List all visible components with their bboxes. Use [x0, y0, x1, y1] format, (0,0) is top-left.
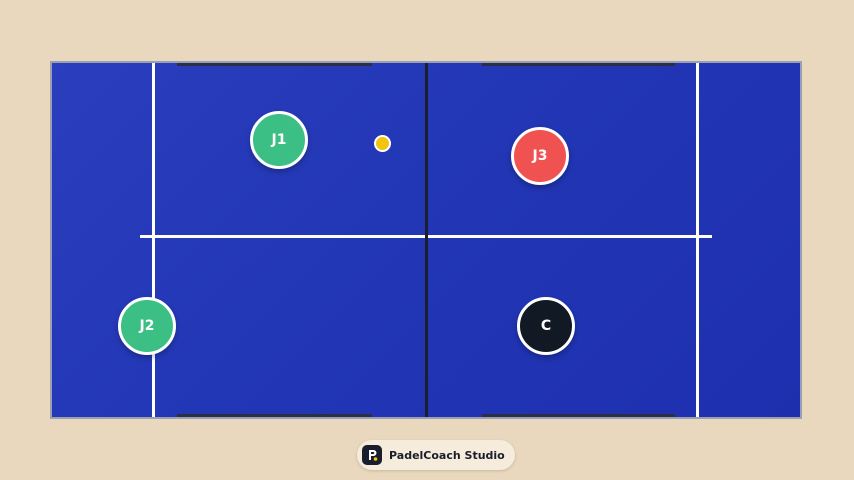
- coach-c[interactable]: C: [517, 297, 575, 355]
- wall-bottom-right: [482, 414, 675, 417]
- ball[interactable]: [374, 135, 391, 152]
- player-j3[interactable]: J3: [511, 127, 569, 185]
- player-j1[interactable]: J1: [250, 111, 308, 169]
- wall-bottom-left: [177, 414, 372, 417]
- wall-top-right: [482, 63, 675, 66]
- brand-badge: PadelCoach Studio: [357, 440, 515, 470]
- player-j2-label: J2: [139, 318, 155, 334]
- coach-label: C: [540, 318, 552, 334]
- padel-court: [52, 63, 800, 417]
- player-j3-label: J3: [532, 148, 548, 164]
- wall-top-left: [177, 63, 372, 66]
- player-j1-label: J1: [271, 132, 287, 148]
- player-j2[interactable]: J2: [118, 297, 176, 355]
- brand-name: PadelCoach Studio: [389, 448, 505, 462]
- padelcoach-logo-icon: [362, 445, 382, 465]
- service-line-left: [152, 63, 155, 417]
- net: [425, 63, 428, 417]
- service-line-right: [696, 63, 699, 417]
